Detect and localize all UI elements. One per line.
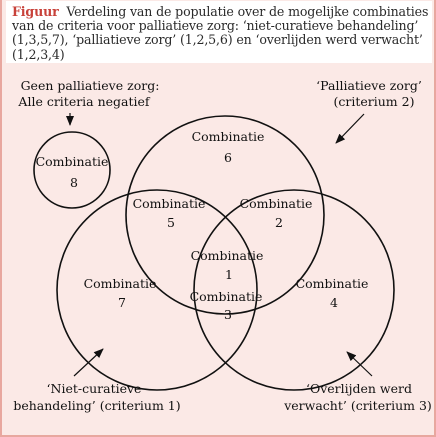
figure-header: Figuur Verdeling van de populatie over d… bbox=[6, 1, 432, 63]
death-label-line1: ‘Overlijden werd bbox=[306, 381, 412, 396]
figure-caption: Figuur Verdeling van de populatie over d… bbox=[12, 4, 430, 62]
no-care-label-line1: Geen palliatieve zorg: bbox=[21, 78, 160, 93]
region-2-number: 2 bbox=[275, 215, 283, 230]
arrow-non-curative bbox=[73, 348, 104, 377]
region-2-word: Combinatie bbox=[240, 196, 313, 211]
region-1-word: Combinatie bbox=[191, 248, 264, 263]
region-1-number: 1 bbox=[225, 267, 233, 282]
region-4-word: Combinatie bbox=[296, 276, 369, 291]
palliative-label-line2: (criterium 2) bbox=[334, 94, 415, 109]
region-6-word: Combinatie bbox=[192, 129, 265, 144]
figure-label: Figuur bbox=[12, 4, 59, 19]
region-4-number: 4 bbox=[330, 295, 338, 310]
noncurative-label-line1: ‘Niet-curatieve bbox=[47, 381, 142, 396]
region-7-number: 7 bbox=[118, 295, 126, 310]
circle-non-curative bbox=[56, 189, 258, 391]
region-5-word: Combinatie bbox=[133, 196, 206, 211]
arrow-palliative-care bbox=[335, 113, 365, 144]
palliative-label-line1: ‘Palliatieve zorg’ bbox=[316, 78, 422, 93]
region-6-number: 6 bbox=[224, 150, 232, 165]
figure-title: Verdeling van de populatie over de mogel… bbox=[12, 4, 429, 62]
death-label-line2: verwacht’ (criterium 3) bbox=[283, 398, 432, 413]
circle-palliative-care bbox=[125, 115, 325, 315]
region-8-number: 8 bbox=[70, 175, 78, 190]
circle-no-care bbox=[33, 131, 111, 209]
region-3-word: Combinatie bbox=[190, 289, 263, 304]
circle-death-expected bbox=[193, 189, 395, 391]
region-3-number: 3 bbox=[224, 307, 232, 322]
arrow-death-expected bbox=[346, 351, 373, 377]
region-7-word: Combinatie bbox=[84, 276, 157, 291]
noncurative-label-line2: behandeling’ (criterium 1) bbox=[13, 398, 180, 413]
region-8-word: Combinatie bbox=[36, 154, 109, 169]
region-5-number: 5 bbox=[167, 215, 175, 230]
no-care-label-line2: Alle criteria negatief bbox=[17, 94, 151, 109]
